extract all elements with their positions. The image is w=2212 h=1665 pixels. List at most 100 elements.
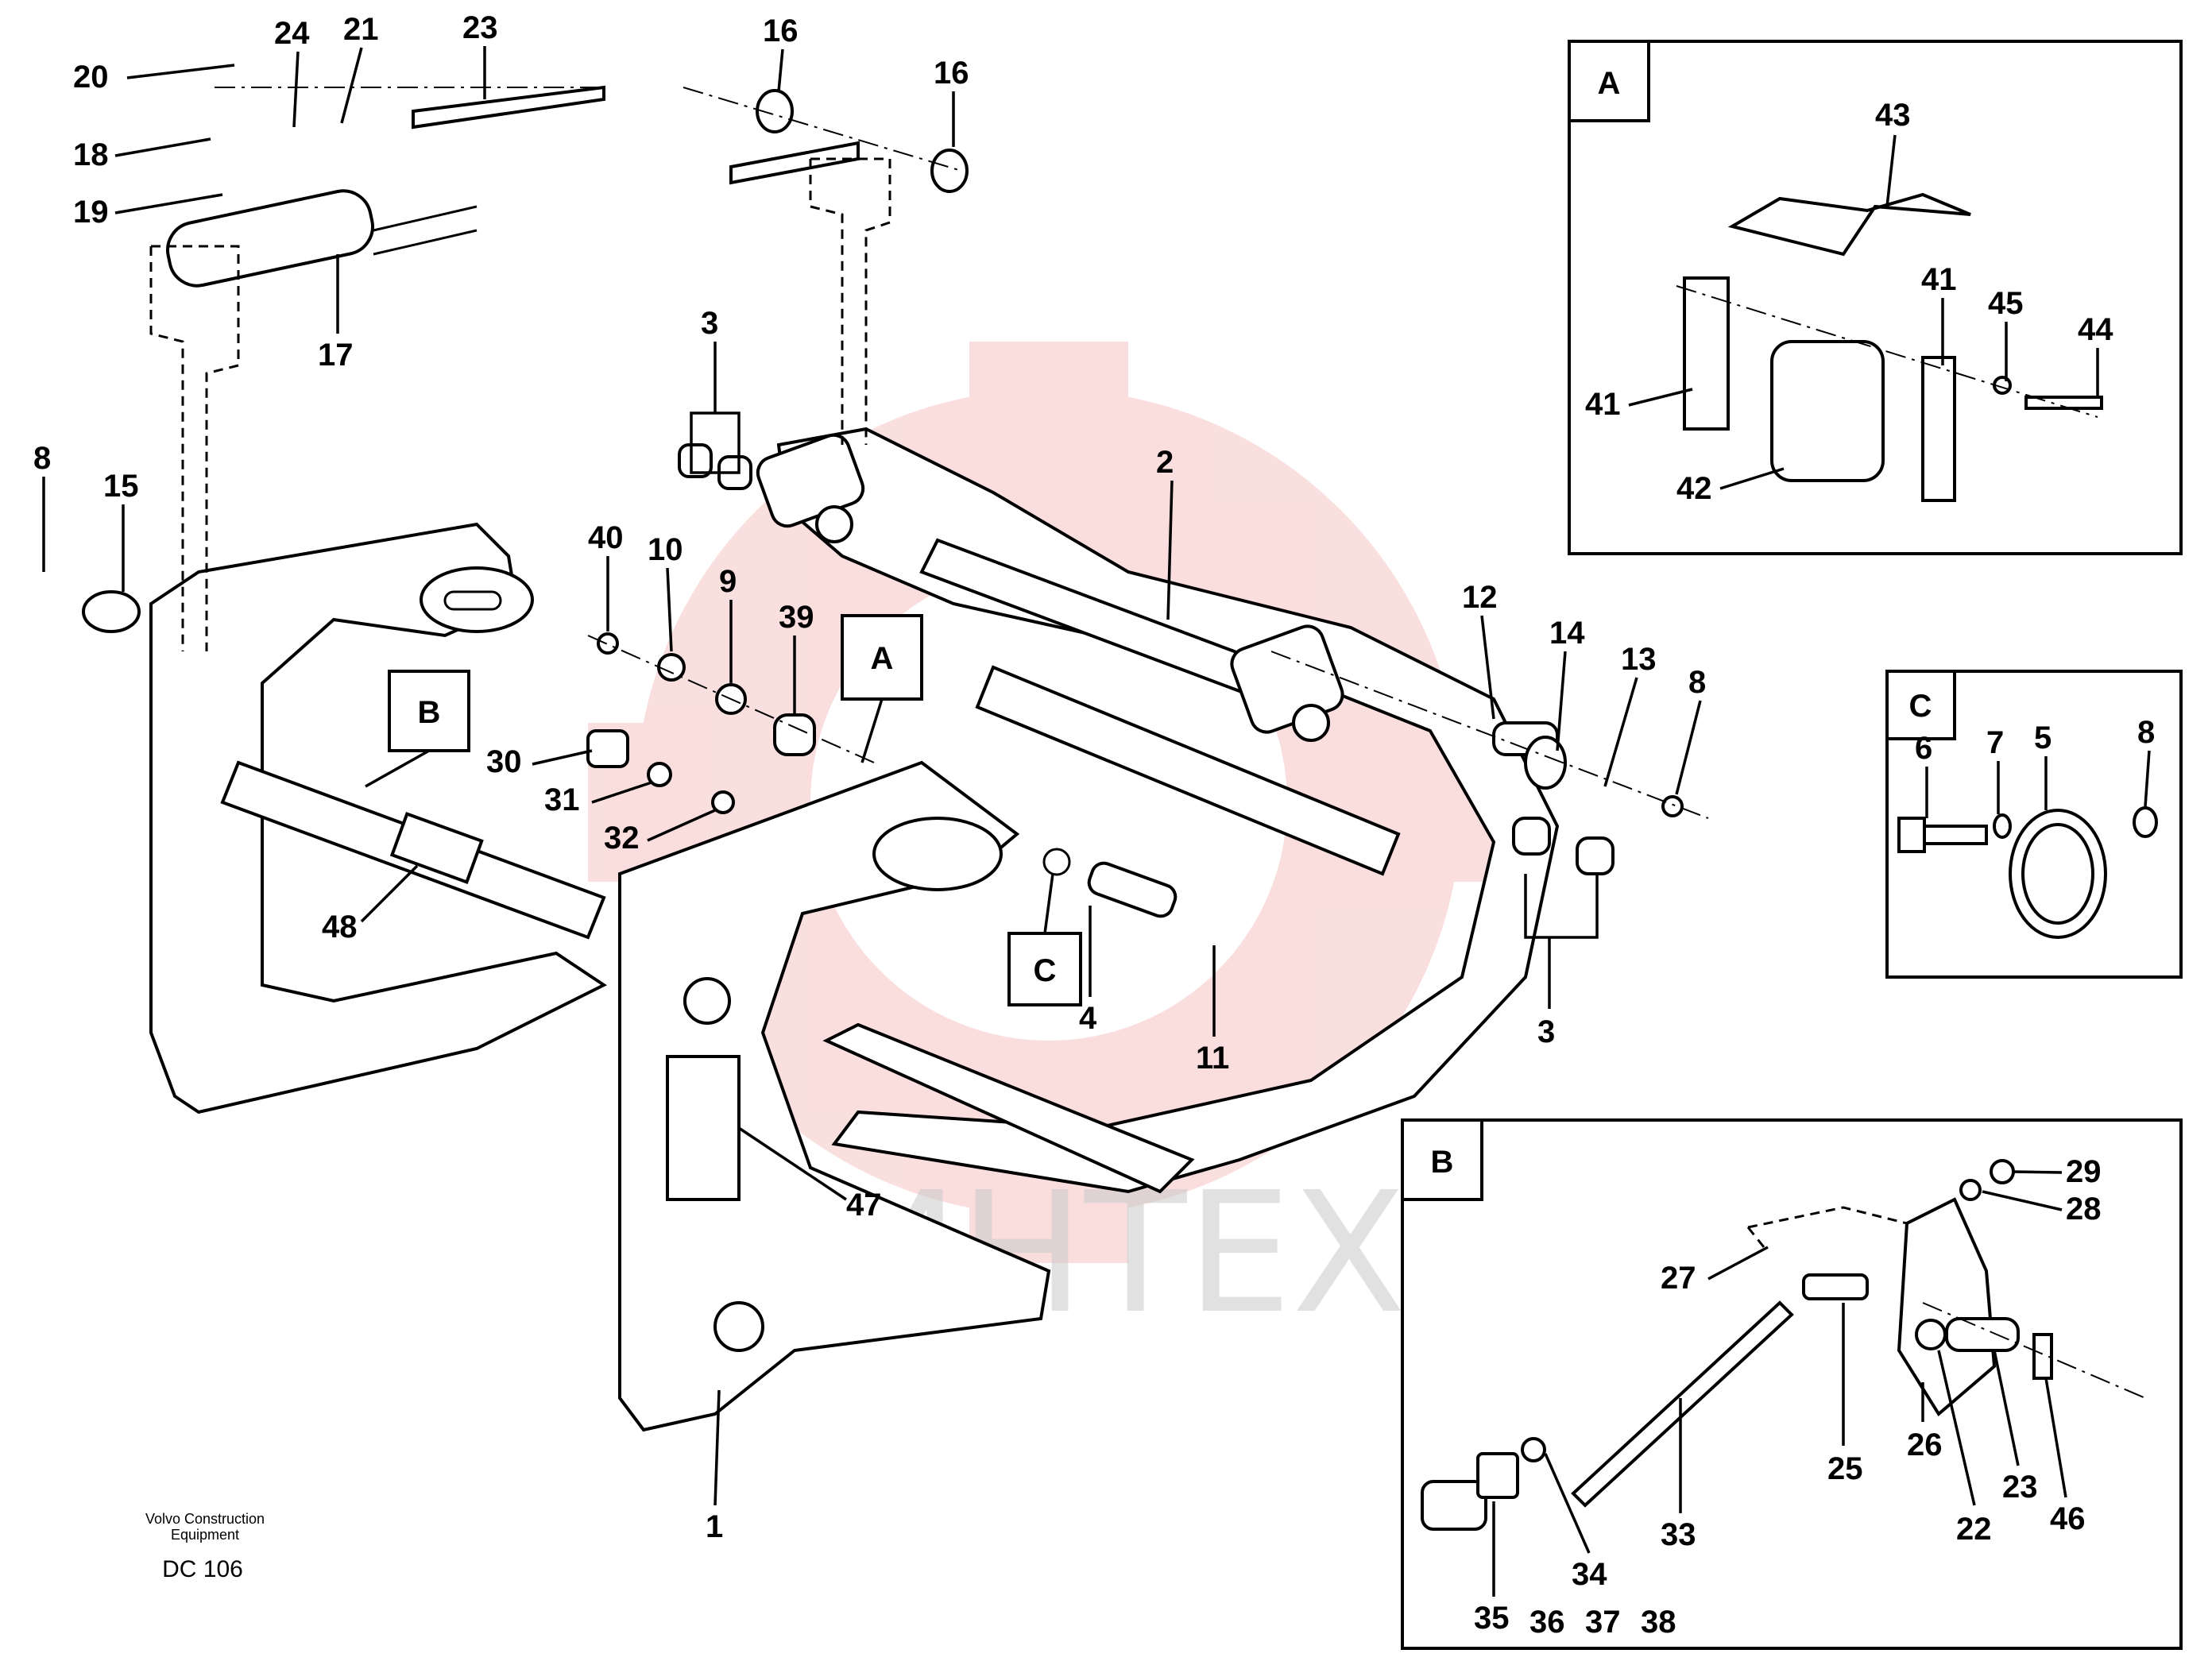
inset-c-callout-6: 6 [1915, 731, 1932, 766]
part-14-plate [1524, 736, 1567, 790]
inset-b-callout-33: 33 [1661, 1517, 1696, 1552]
part-41-right-block [1921, 356, 1956, 502]
upper-rod [729, 141, 860, 185]
right-frame-hole-lower [713, 1301, 764, 1352]
tube-lower [975, 665, 1401, 876]
part-35-nut [1476, 1452, 1519, 1499]
callout-32: 32 [604, 821, 640, 856]
inset-a-callout-42: 42 [1676, 471, 1712, 506]
inset-c-callout-5: 5 [2034, 720, 2052, 755]
left-frame-slot [420, 566, 534, 633]
part-6-bolt-head [1897, 817, 1926, 853]
inset-b-callout-46: 46 [2050, 1501, 2086, 1536]
frame-label-a: A [841, 614, 923, 763]
inset-b-callout-34: 34 [1572, 1557, 1607, 1592]
callout-23-main: 23 [462, 10, 498, 45]
part-30-fitting [586, 729, 629, 768]
part-16-washer-right [930, 149, 969, 193]
hose-23-top [412, 85, 605, 129]
part-3-bushing-right-2 [1576, 836, 1615, 875]
inset-b-callout-26: 26 [1907, 1427, 1943, 1462]
inset-a-callout-43: 43 [1875, 98, 1911, 133]
cylinder-17 [166, 189, 374, 288]
axis-line-right [1270, 651, 1709, 819]
part-22-nut [1915, 1319, 1947, 1350]
part-31-washer [647, 762, 672, 787]
cylinder-rod [373, 205, 478, 256]
inset-a-callout-44: 44 [2078, 312, 2113, 347]
part-42-pad [1770, 340, 1885, 482]
part-47-label-plate [666, 1055, 741, 1201]
part-8-nut-right [1661, 795, 1684, 817]
dashed-link-left [149, 245, 240, 651]
inset-a-callout-45: 45 [1988, 286, 2024, 321]
svg-text:C: C [1034, 953, 1057, 988]
part-3-bushing-top [678, 443, 713, 478]
callout-21: 21 [343, 12, 379, 47]
part-3-bushing-right [1512, 817, 1551, 856]
inset-c-callout-8: 8 [2137, 715, 2155, 750]
part-43-cover [1727, 192, 1971, 257]
callout-3-bottom: 3 [1537, 1014, 1555, 1049]
part-48-label-plate [389, 811, 484, 884]
part-35-coupling [1421, 1480, 1487, 1531]
tray [822, 1022, 1195, 1194]
part-40-nut [597, 632, 619, 655]
svg-text:B: B [418, 695, 441, 730]
callout-47: 47 [846, 1188, 882, 1223]
left-frame [149, 522, 607, 1115]
callout-48: 48 [322, 910, 358, 945]
part-26-bracket [1897, 1197, 1997, 1417]
callout-2: 2 [1156, 445, 1174, 480]
part-c-ring [1042, 848, 1071, 876]
inset-b-callout-27: 27 [1661, 1261, 1696, 1296]
inset-b-callout-23: 23 [2002, 1470, 2038, 1505]
callout-1: 1 [706, 1509, 723, 1544]
callout-8-left: 8 [33, 441, 51, 476]
left-frame-slot-inner [443, 590, 502, 611]
part-32-nut [711, 790, 735, 814]
callout-12: 12 [1462, 580, 1498, 615]
main-callouts: 20 24 21 23 18 19 17 16 16 3 2 8 15 40 1… [33, 10, 1706, 1544]
callout-39: 39 [779, 600, 814, 635]
part-34-washer [1521, 1437, 1546, 1462]
dashed-link-right [809, 157, 891, 445]
inset-b-callout-37: 37 [1585, 1605, 1621, 1640]
inset-b-callout-38: 38 [1641, 1605, 1676, 1640]
part-46-clamp [2032, 1333, 2053, 1380]
inset-b-callout-36: 36 [1529, 1605, 1565, 1640]
callout-4: 4 [1079, 1001, 1097, 1036]
svg-text:A: A [871, 641, 894, 676]
callout-15: 15 [103, 469, 139, 504]
axis-line-left [587, 635, 875, 763]
callout-9: 9 [719, 564, 737, 599]
right-frame-hole-upper [683, 977, 731, 1025]
inset-b: B 29 28 27 25 26 23 46 22 33 34 35 [1401, 1118, 2183, 1650]
callout-11: 11 [1196, 1041, 1229, 1076]
inset-b-callout-25: 25 [1827, 1451, 1863, 1486]
inset-c-callout-7: 7 [1986, 725, 2004, 760]
right-frame [618, 760, 1051, 1432]
callout-10: 10 [648, 532, 683, 567]
footer-subcompany: Equipment [171, 1527, 239, 1543]
callout-20: 20 [73, 60, 109, 95]
part-16-washer-left [756, 89, 794, 133]
frame-label-b: B [365, 670, 470, 788]
callout-16-right: 16 [934, 56, 969, 91]
right-hinge-pin [1292, 704, 1330, 742]
callout-13: 13 [1621, 642, 1657, 677]
part-25-fitting [1802, 1273, 1869, 1300]
callout-31: 31 [544, 782, 580, 817]
part-41-left-block [1683, 276, 1730, 431]
callout-3-top: 3 [701, 306, 718, 341]
footer-code: DC 106 [162, 1556, 243, 1582]
inset-b-callout-28: 28 [2066, 1192, 2102, 1227]
callout-24: 24 [274, 16, 310, 51]
watermark-gear-logo [588, 342, 1510, 1263]
callout-40: 40 [588, 520, 624, 555]
right-frame-slot [872, 817, 1003, 891]
callout-8-right: 8 [1688, 665, 1706, 700]
inset-a-label: A [1598, 66, 1621, 101]
part-15-bracket [82, 590, 141, 633]
